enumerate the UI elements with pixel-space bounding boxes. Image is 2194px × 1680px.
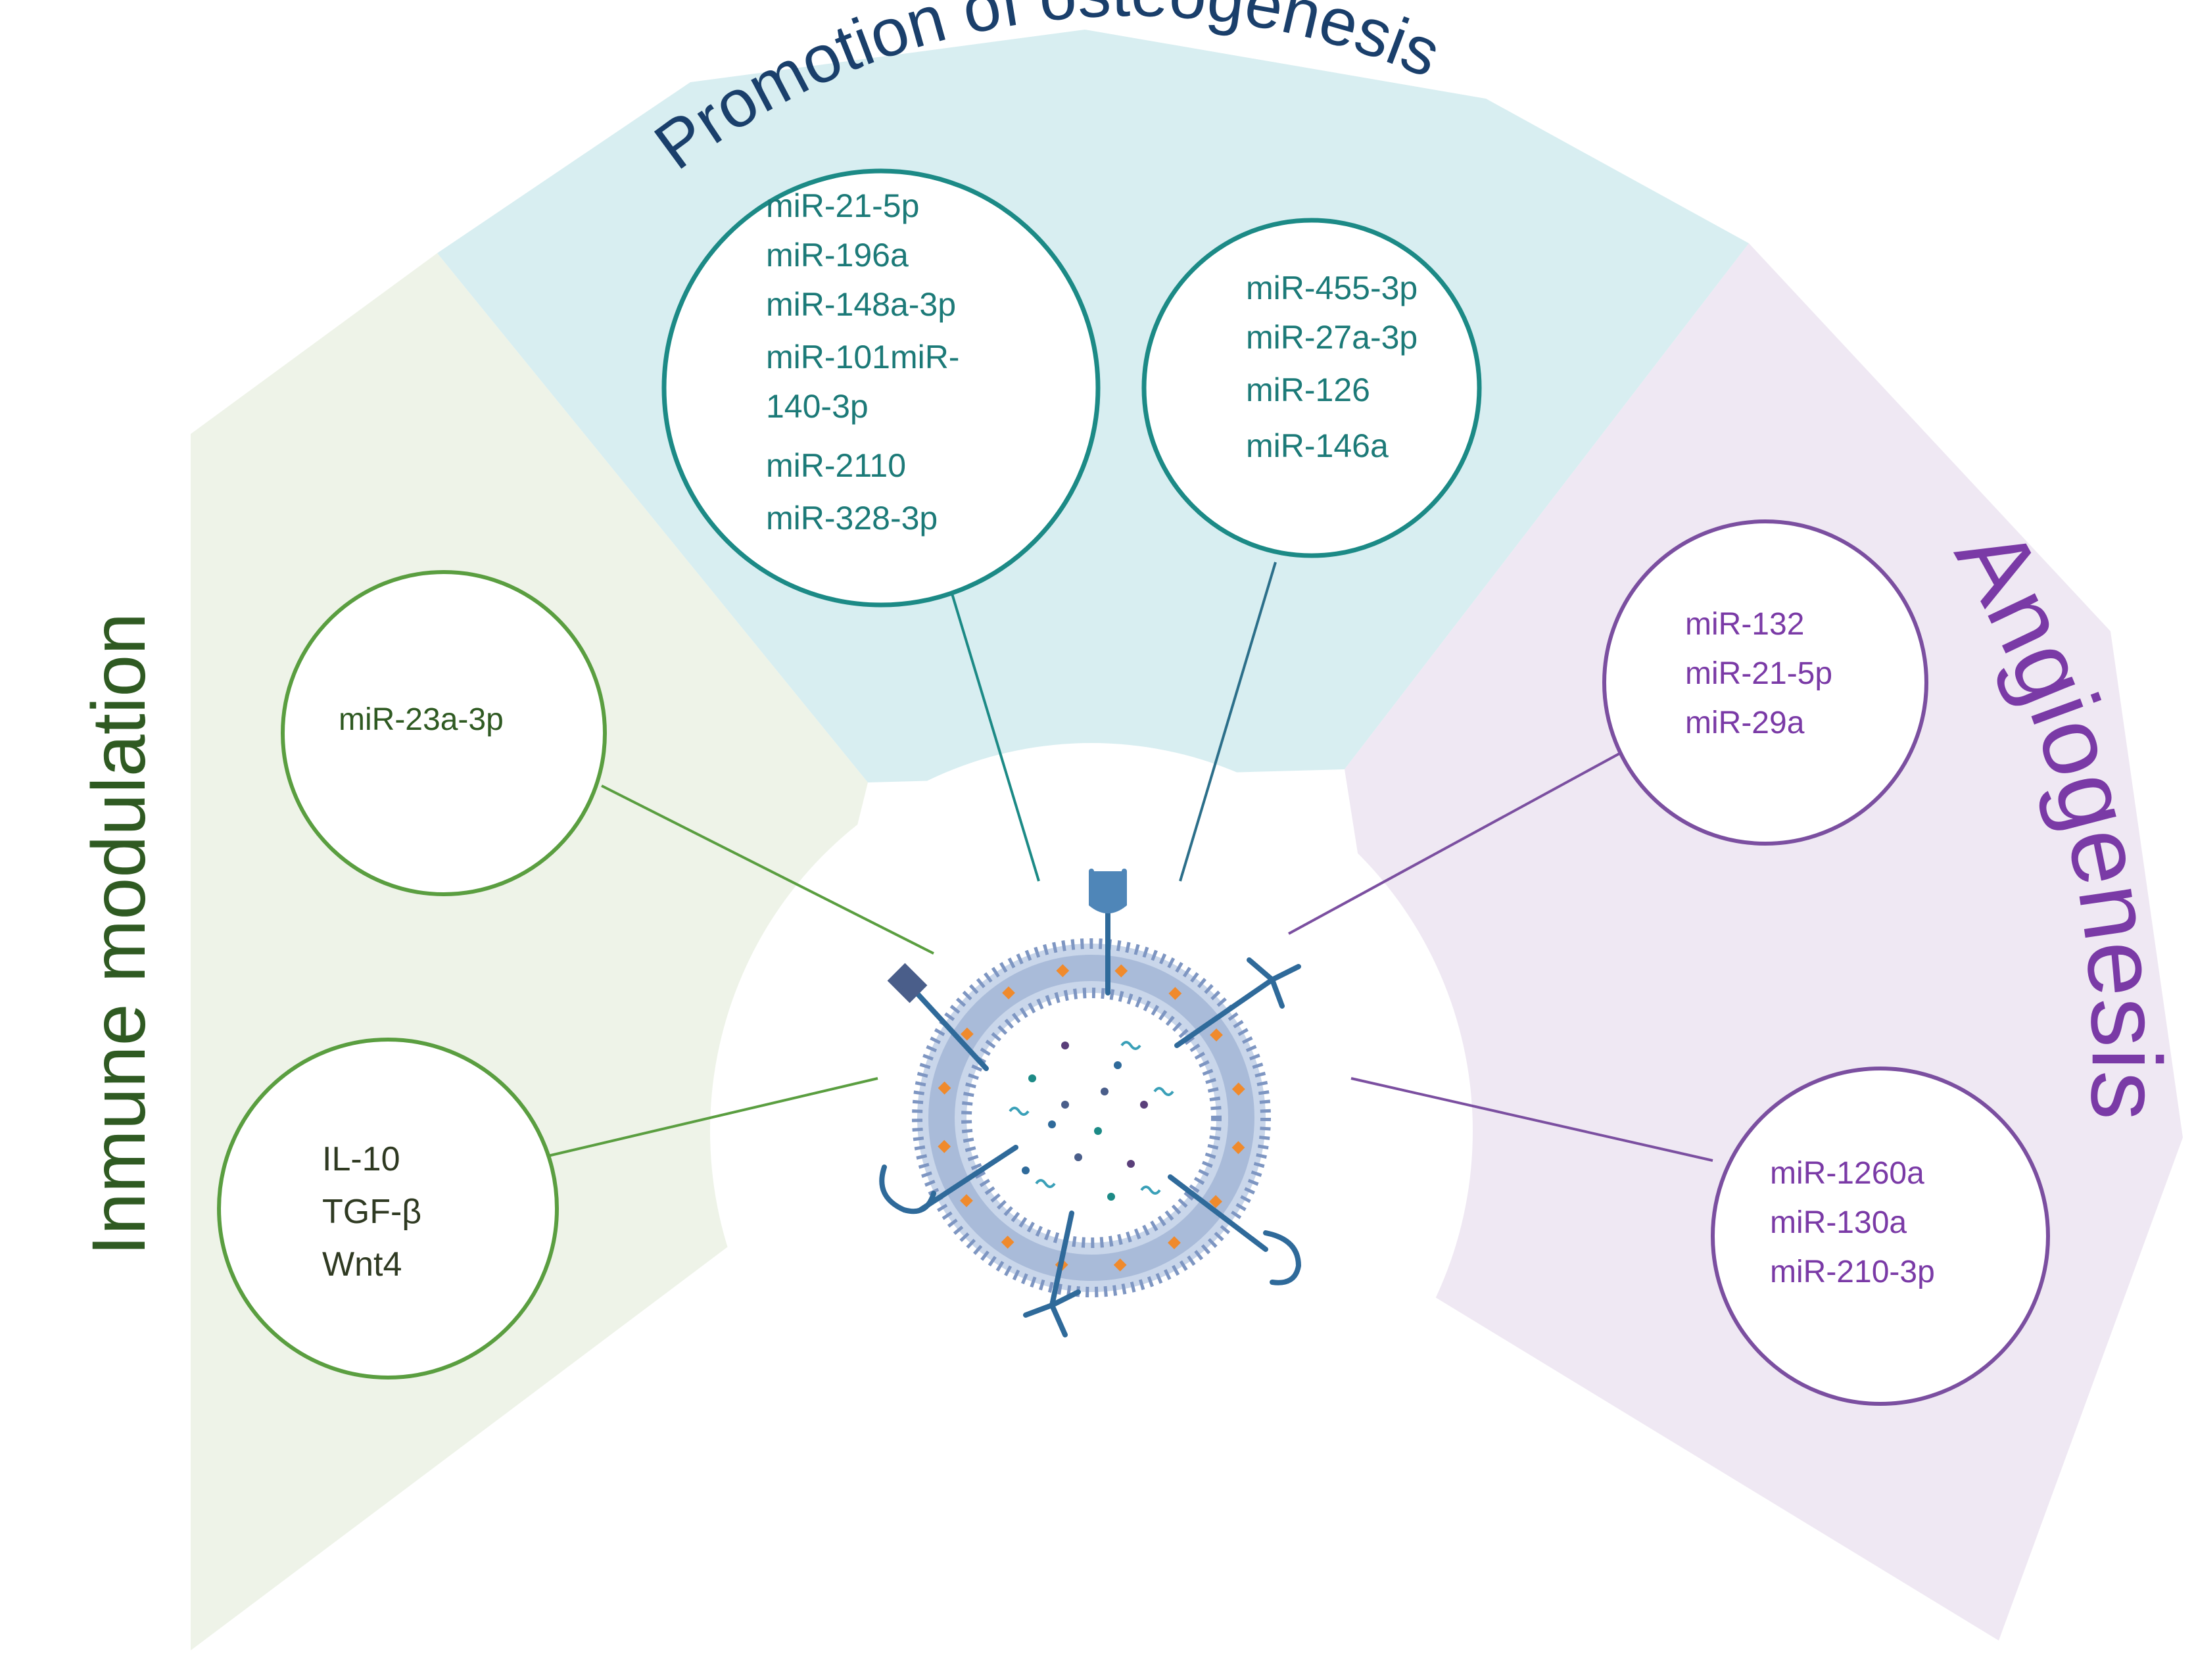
membrane-protein-marker [1113,1258,1127,1272]
membrane-protein-marker [1231,1141,1245,1155]
list-item: miR-23a-3p [339,702,504,737]
list-item: miR-2110 [766,447,906,484]
list-item: miR-29a [1685,706,1805,740]
osteo-circle-1-list: miR-21-5p miR-196a miR-148a-3p miR-101mi… [766,187,959,537]
osteo-circle-2 [1141,218,1482,558]
list-item: TGF-β [322,1193,421,1231]
receptor-c-icon [879,1164,936,1214]
list-item: miR-1260a [1770,1156,1924,1191]
connector-osteo-1 [942,565,1040,882]
membrane-protein-marker [960,1027,974,1041]
immune-circle-2 [217,1038,559,1380]
cargo-particle [1028,1074,1036,1082]
cargo-rna-strand [1009,1107,1030,1116]
cargo-particle [1114,1061,1122,1069]
list-item: miR-130a [1770,1205,1907,1240]
vesicle-dots [938,964,1245,1272]
connector-osteo-2 [1179,562,1277,882]
cargo-rna-strand [1140,1186,1161,1195]
osteo-circle-1 [661,168,1101,608]
cargo-particle [1094,1127,1102,1135]
cargo-rna-strand [1153,1087,1174,1096]
cargo-particle [1048,1120,1056,1128]
connector-immune-2 [542,1077,878,1159]
receptors [879,869,1302,1337]
connector-angio-2 [1350,1077,1713,1162]
immune-circle-1 [281,570,607,896]
list-item: miR-126 [1246,372,1370,408]
angio-circle-2-list: miR-1260a miR-130a miR-210-3p [1770,1156,1935,1289]
connector-immune-1 [601,784,934,955]
list-item: miR-21-5p [766,187,919,224]
receptor-stalk [908,984,989,1071]
cargo-rna-strand [1120,1041,1141,1050]
membrane-protein-marker [1114,964,1128,978]
membrane-protein-marker [1168,986,1182,1000]
membrane-protein-marker [1209,1195,1223,1209]
membrane-protein-marker [938,1140,951,1153]
list-item: miR-328-3p [766,500,938,537]
receptor-c-icon [1263,1230,1302,1285]
receptor-stalk [1174,977,1275,1048]
list-item: miR-146a [1246,427,1389,464]
list-item: Wnt4 [322,1245,402,1284]
cargo-particle [1074,1153,1082,1161]
list-item: miR-27a-3p [1246,319,1418,356]
receptor-stalk [1168,1174,1268,1252]
membrane-protein-marker [938,1081,951,1095]
immune-title: Inmune modulation [77,613,161,1256]
list-item: miR-196a [766,237,909,274]
angio-circle-1-list: miR-132 miR-21-5p miR-29a [1685,607,1832,740]
list-item: miR-148a-3p [766,286,956,323]
membrane-protein-marker [1001,1236,1014,1249]
list-item: miR-101miR- [766,339,959,375]
list-item: miR-132 [1685,607,1804,642]
exosome-illustration [879,869,1302,1337]
osteo-circle-2-list: miR-455-3p miR-27a-3p miR-126 miR-146a [1246,270,1418,464]
receptor-y-icon [1247,957,1301,1009]
vesicle-cargo [1009,1041,1174,1201]
list-item: miR-210-3p [1770,1255,1935,1289]
receptor-stalk [918,1145,1018,1212]
cargo-particle [1022,1166,1030,1174]
receptor-stalk [1049,1211,1074,1308]
receptor-rod-icon [887,963,928,1003]
angio-circle-2 [1711,1067,2050,1406]
cargo-particle [1101,1088,1109,1095]
cargo-particle [1061,1101,1069,1109]
membrane-protein-marker [1231,1082,1245,1096]
list-item: miR-21-5p [1685,656,1832,691]
connector-angio-1 [1288,752,1621,935]
cargo-particle [1107,1193,1115,1201]
membrane-protein-marker [960,1194,973,1207]
cargo-particle [1140,1101,1148,1109]
cargo-particle [1061,1042,1069,1049]
membrane-protein-marker [1056,964,1070,978]
list-item: 140-3p [766,388,869,425]
membrane-mid [928,955,1254,1281]
angio-circle-1 [1602,519,1928,846]
membrane-protein-marker [1210,1028,1223,1042]
list-item: IL-10 [322,1140,400,1178]
immune-circle-1-list: miR-23a-3p [339,702,504,737]
list-item: miR-455-3p [1246,270,1418,306]
receptor-y-icon [1023,1289,1081,1337]
cargo-rna-strand [1035,1179,1056,1188]
immune-circle-2-list: IL-10 TGF-β Wnt4 [322,1140,421,1284]
membrane-inner-ring [961,988,1222,1248]
membrane-protein-marker [1168,1236,1181,1249]
membrane-protein-marker [1002,986,1015,999]
connector-lines [542,562,1713,1162]
receptor-top-icon [1089,869,1127,913]
cargo-particle [1127,1160,1135,1168]
